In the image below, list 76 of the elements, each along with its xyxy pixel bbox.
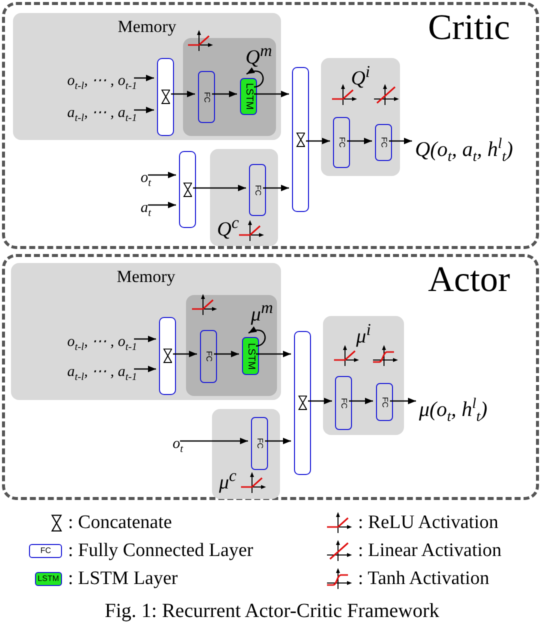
arrow (134, 106, 154, 114)
math-label: o$_{t}$ (153, 433, 183, 455)
lstm-layer-box: LSTM (240, 78, 257, 115)
group-label: Q$^{i}$ (350, 61, 372, 90)
math-label: o$_{t-l}$, ⋯ , o$_{t-1}$ (13, 331, 137, 353)
arrow (134, 366, 156, 372)
figure-caption: Fig. 1: Recurrent Actor-Critic Framework (104, 600, 440, 623)
arrow (214, 350, 239, 358)
dashed-panel (2, 254, 539, 500)
group-label: Q$^{m}$ (246, 40, 272, 69)
math-label: o$_{t}$ (121, 167, 151, 189)
arrow (390, 398, 416, 404)
fc-layer-box: FC (376, 383, 393, 421)
arrow (254, 90, 289, 98)
legend-text: : LSTM Layer (68, 568, 178, 590)
arrow (306, 138, 330, 144)
arrow (212, 90, 237, 98)
legend-text: : ReLU Activation (358, 512, 498, 534)
arrow (263, 184, 289, 192)
panel-title: Critic (428, 7, 510, 47)
arrow (171, 90, 195, 98)
arrow (349, 398, 373, 404)
fc-layer-box: FC (333, 117, 350, 168)
concatenate-box (157, 58, 174, 136)
arrow (134, 336, 156, 342)
arrow (347, 138, 372, 144)
arrow (193, 184, 246, 192)
fc-layer-box: FC (198, 71, 215, 123)
arrow (248, 326, 266, 347)
math-label: o$_{t-l}$, ⋯ , o$_{t-1}$ (13, 71, 137, 91)
math-label: a$_{t-l}$, ⋯ , a$_{t-1}$ (13, 103, 137, 123)
group-label: Q$^{c}$ (217, 212, 239, 241)
group-box (13, 13, 281, 140)
fc-layer-sample: FC (29, 544, 62, 558)
arrow (148, 172, 176, 178)
concatenate-box (294, 331, 311, 475)
dashed-panel (2, 2, 539, 249)
fc-layer-box: FC (335, 376, 352, 430)
lstm-layer-box: LSTM (242, 337, 259, 375)
arrow (256, 350, 291, 358)
math-label: a$_{t-l}$, ⋯ , a$_{t-1}$ (13, 361, 137, 383)
arrow (180, 438, 248, 444)
arrow (148, 202, 176, 208)
arrow (308, 398, 332, 404)
group-label: μ$^{m}$ (250, 297, 273, 326)
legend-text: : Tanh Activation (358, 568, 490, 590)
arrow (389, 138, 412, 144)
arrow (134, 74, 154, 82)
fc-layer-box: FC (249, 164, 266, 216)
group-label: μ$^{c}$ (219, 465, 236, 494)
fc-layer-box: FC (200, 330, 217, 383)
group-box (323, 316, 404, 435)
arrow (173, 350, 197, 358)
group-label: Memory (116, 266, 176, 288)
math-label: μ(o$_{t}$, h$^{l}$$_{t}$) (419, 389, 541, 419)
legend-text: : Concatenate (68, 512, 172, 534)
group-label: Memory (116, 16, 178, 38)
concatenate-box (292, 67, 309, 212)
group-box (321, 58, 400, 176)
group-label: μ$^{i}$ (355, 319, 372, 348)
arrow (265, 438, 291, 444)
math-label: a$_{t}$ (121, 197, 151, 219)
arrow (246, 68, 264, 88)
group-box (210, 149, 278, 246)
group-box (11, 263, 281, 400)
concatenate-box (179, 151, 196, 228)
group-box (183, 38, 276, 136)
lstm-layer-sample: LSTM (34, 572, 62, 586)
concatenate-box (159, 317, 176, 395)
group-box (186, 295, 277, 396)
fc-layer-box: FC (251, 417, 268, 470)
group-box (212, 409, 280, 499)
legend-text: : Fully Connected Layer (68, 540, 254, 562)
legend-text: : Linear Activation (358, 540, 502, 562)
panel-title: Actor (428, 259, 510, 299)
fc-layer-box: FC (375, 124, 392, 161)
